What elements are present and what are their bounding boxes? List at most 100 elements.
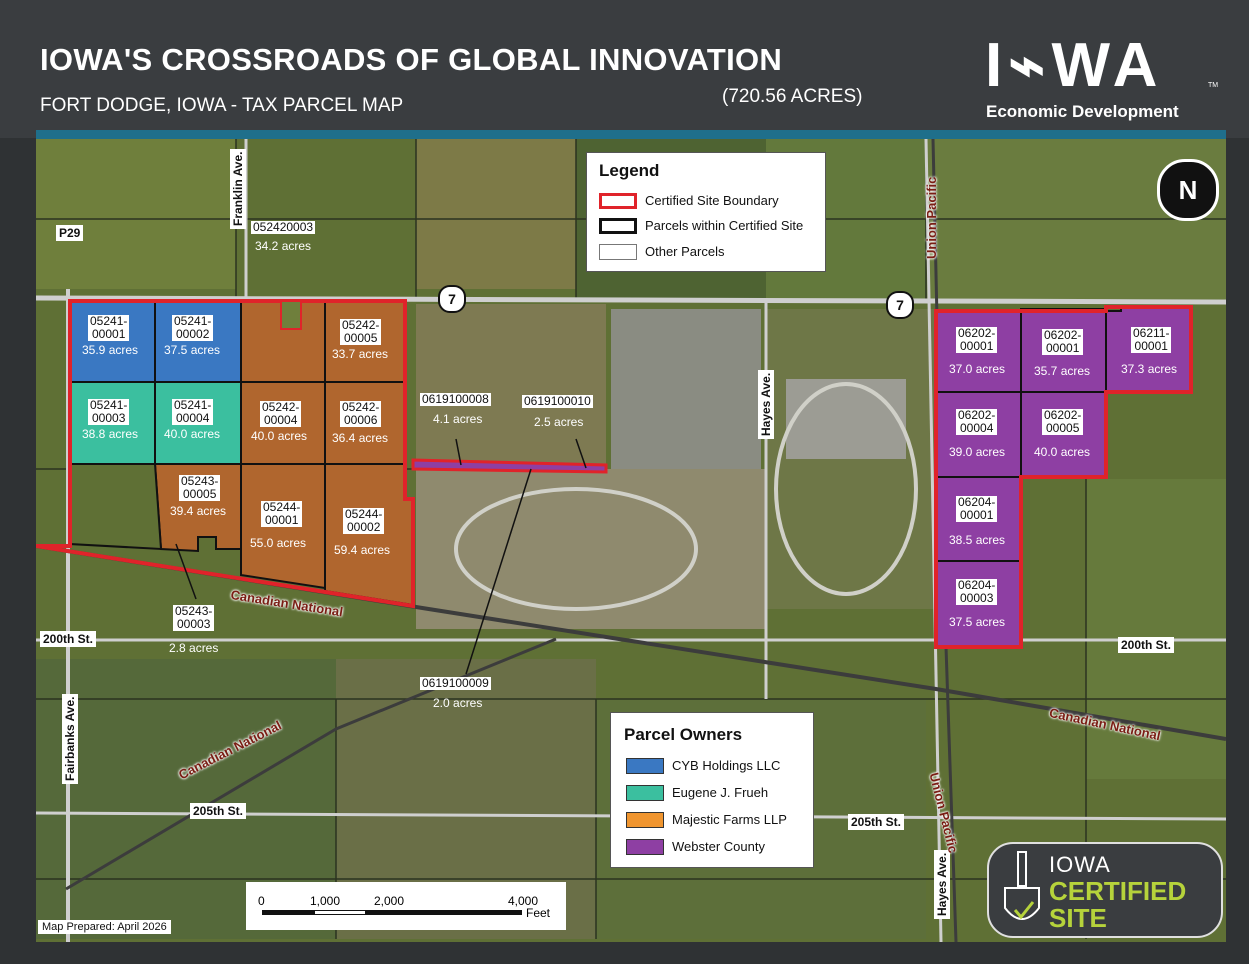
parcel-acres: 36.4 acres <box>332 431 389 445</box>
scale-segment <box>366 910 418 915</box>
parcel-acres: 35.9 acres <box>82 343 139 357</box>
header-bar: IOWA'S CROSSROADS OF GLOBAL INNOVATION F… <box>0 0 1249 138</box>
parcel-map: 05241-00001 35.9 acres 05241-00002 37.5 … <box>36 139 1226 942</box>
road-label-hayes: Hayes Ave. <box>758 369 774 439</box>
owner-swatch-cyb <box>626 758 664 774</box>
map-title: IOWA'S CROSSROADS OF GLOBAL INNOVATION <box>40 42 783 77</box>
parcel-label: 06202-00001 <box>1042 328 1084 355</box>
parcel-acres: 40.0 acres <box>164 427 221 441</box>
parcel-label: 05242-00006 <box>340 400 382 427</box>
scale-tick: 4,000 <box>508 894 539 908</box>
legend-swatch-boundary <box>599 193 637 209</box>
legend-item: Parcels within Certified Site <box>645 218 804 233</box>
parcel-label: 06202-00004 <box>956 408 998 435</box>
owner-item: Eugene J. Frueh <box>672 785 769 800</box>
scale-tick: 2,000 <box>374 894 405 908</box>
certified-site-badge: IOWA CERTIFIED SITE <box>987 842 1223 938</box>
parcel-acres: 37.5 acres <box>164 343 221 357</box>
scale-tick: 1,000 <box>310 894 341 908</box>
parcel-acres: 37.5 acres <box>949 615 1006 629</box>
parcel-label: 05242-00005 <box>340 318 382 345</box>
map-prepared-date: Map Prepared: April 2026 <box>38 920 171 934</box>
parcel-label: 05241-00002 <box>172 314 214 341</box>
parcel-acres: 33.7 acres <box>332 347 389 361</box>
parcel-acres: 55.0 acres <box>250 536 307 550</box>
legend-item: Other Parcels <box>645 244 725 259</box>
road-label-200th-west: 200th St. <box>40 631 97 647</box>
scale-bar: 0 1,000 2,000 4,000 Feet <box>246 882 566 930</box>
parcel-label: 0619100008 <box>420 392 491 406</box>
legend-box: Legend Certified Site Boundary Parcels w… <box>586 152 826 272</box>
header-divider <box>36 130 1226 139</box>
north-arrow-icon: N <box>1157 159 1219 221</box>
road-label-p29: P29 <box>56 225 84 241</box>
highway-7-shield-east: 7 <box>886 291 914 319</box>
parcel-label: 06202-00005 <box>1042 408 1084 435</box>
parcel-label: 05244-00001 <box>261 500 303 527</box>
iowa-logo-word: I⌁WA <box>985 31 1164 100</box>
total-acres: (720.56 ACRES) <box>722 86 863 107</box>
parcel-acres: 2.0 acres <box>433 696 483 710</box>
parcel-label: 06204-00001 <box>956 495 998 522</box>
certified-site-text: SITE <box>1049 903 1107 933</box>
owner-swatch-frueh <box>626 785 664 801</box>
scale-tick: 0 <box>258 894 265 908</box>
parcel-label: 06202-00001 <box>956 326 998 353</box>
parcel-label: 06204-00003 <box>956 578 998 605</box>
logo-subtitle: Economic Development <box>986 102 1179 121</box>
owner-item: Webster County <box>672 839 765 854</box>
parcel-acres: 2.8 acres <box>169 641 219 655</box>
certified-text: CERTIFIED <box>1049 876 1187 906</box>
road-label-205th-east: 205th St. <box>848 814 905 830</box>
legend-swatch-other <box>599 244 637 260</box>
parcel-label: 05241-00003 <box>88 398 130 425</box>
parcel-label: 05241-00004 <box>172 398 214 425</box>
parcel-label: 0619100009 <box>420 676 491 690</box>
parcel-label: 05242-00004 <box>260 400 302 427</box>
logo-trademark: TM <box>1208 82 1219 89</box>
road-label-205th-west: 205th St. <box>190 803 247 819</box>
parcel-acres: 35.7 acres <box>1034 364 1091 378</box>
scale-unit: Feet <box>526 906 551 920</box>
road-label-200th-east: 200th St. <box>1118 637 1175 653</box>
legend-item: Certified Site Boundary <box>645 193 779 208</box>
road-label-franklin: Franklin Ave. <box>230 148 246 229</box>
parcel-label: 05243-00005 <box>179 474 221 501</box>
parcel-acres: 38.5 acres <box>949 533 1006 547</box>
parcel-acres: 2.5 acres <box>534 415 584 429</box>
parcel-acres: 39.4 acres <box>170 504 227 518</box>
legend-swatch-parcels <box>599 218 637 234</box>
shovel-icon <box>1004 851 1040 920</box>
owners-legend-box: Parcel Owners CYB Holdings LLC Eugene J.… <box>610 712 814 868</box>
owner-swatch-webster <box>626 839 664 855</box>
legend-title: Legend <box>599 161 660 180</box>
scale-segment <box>418 910 522 915</box>
scale-segment <box>314 910 366 915</box>
parcel-label: 0619100010 <box>522 394 593 408</box>
owner-swatch-majestic <box>626 812 664 828</box>
parcel-acres: 34.2 acres <box>255 239 312 253</box>
parcel-label: 05244-00002 <box>343 507 385 534</box>
scale-segment <box>262 910 314 915</box>
parcel-label: 05241-00001 <box>88 314 130 341</box>
parcel-label: 05243-00003 <box>173 604 215 631</box>
owner-item: Majestic Farms LLP <box>672 812 787 827</box>
parcel-label: 06211-00001 <box>1131 326 1172 353</box>
road-label-fairbanks: Fairbanks Ave. <box>62 693 78 784</box>
parcel-acres: 37.3 acres <box>1121 362 1178 376</box>
owners-legend-title: Parcel Owners <box>624 725 743 744</box>
road-label-hayes-south: Hayes Ave. <box>934 849 950 919</box>
parcel-acres: 4.1 acres <box>433 412 483 426</box>
parcel-acres: 40.0 acres <box>1034 445 1091 459</box>
parcel-acres: 39.0 acres <box>949 445 1006 459</box>
certified-iowa-text: IOWA <box>1049 852 1111 877</box>
parcel-acres: 40.0 acres <box>251 429 308 443</box>
parcel-acres: 59.4 acres <box>334 543 391 557</box>
parcel-acres: 38.8 acres <box>82 427 139 441</box>
highway-7-shield: 7 <box>438 285 466 313</box>
owner-item: CYB Holdings LLC <box>672 758 781 773</box>
parcel-label: 052420003 <box>251 220 316 234</box>
rail-label-up-north: Union Pacific <box>924 176 939 259</box>
map-subtitle: FORT DODGE, IOWA - TAX PARCEL MAP <box>40 95 404 116</box>
parcel-acres: 37.0 acres <box>949 362 1006 376</box>
